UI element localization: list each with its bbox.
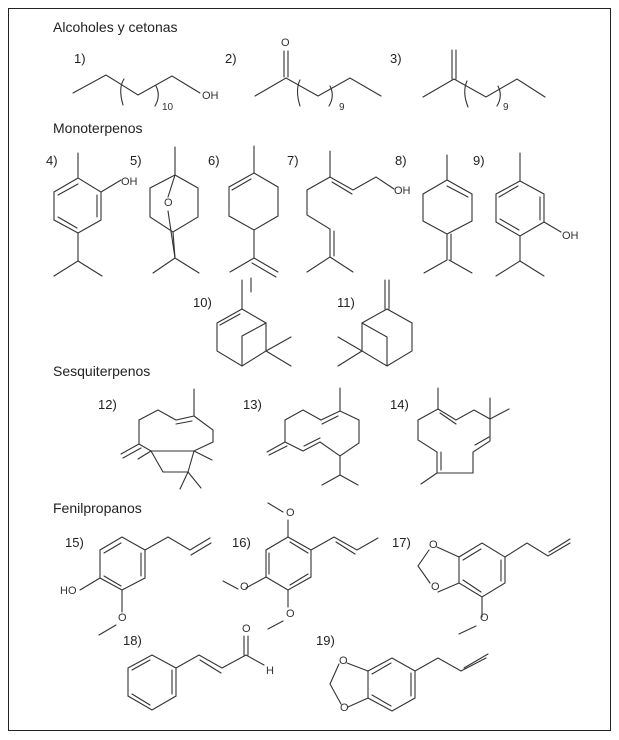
- repeat-count-subscript: 9: [339, 102, 345, 113]
- atom-label: O: [281, 37, 290, 49]
- repeat-count-subscript: 10: [162, 102, 174, 113]
- molecule-18: [127, 635, 265, 711]
- molecule-11: [337, 279, 413, 367]
- molecule-6: [228, 145, 279, 293]
- atom-label: O: [242, 623, 251, 635]
- compound-number-label: 13): [243, 397, 262, 412]
- repeat-count-subscript: 9: [503, 102, 509, 113]
- atom-label: O: [339, 655, 348, 667]
- molecule-2: [254, 50, 382, 107]
- molecule-5: [149, 146, 200, 274]
- molecule-13: [266, 387, 360, 486]
- compound-number-label: 3): [390, 51, 402, 66]
- atom-label: O: [340, 702, 349, 714]
- compound-number-label: 12): [98, 397, 117, 412]
- compound-number-label: 18): [123, 633, 142, 648]
- compound-number-label: 5): [130, 153, 142, 168]
- molecule-19: [329, 653, 489, 712]
- molecule-3: [422, 49, 546, 108]
- molecule-7: [306, 150, 395, 273]
- molecule-12: [120, 388, 214, 490]
- compound-number-label: 7): [287, 153, 299, 168]
- compound-number-label: 15): [65, 535, 84, 550]
- compound-number-label: 10): [193, 295, 212, 310]
- compound-number-label: 11): [337, 295, 355, 310]
- bond-lines: [53, 49, 571, 712]
- atom-label: O: [118, 612, 127, 624]
- atom-label: O: [286, 507, 295, 519]
- atom-label: O: [286, 608, 295, 620]
- molecule-14: [417, 387, 510, 485]
- atom-label: O: [164, 197, 173, 209]
- compound-number-label: 19): [316, 633, 335, 648]
- compound-number-label: 17): [392, 535, 411, 550]
- compound-number-label: 16): [232, 535, 251, 550]
- atom-label: O: [431, 581, 440, 593]
- atom-label: O: [480, 612, 489, 624]
- molecule-1: [72, 74, 201, 107]
- section-title: Monoterpenos: [53, 120, 143, 136]
- compound-number-label: 4): [46, 153, 58, 168]
- molecule-4: [53, 152, 122, 277]
- atom-label: OH: [394, 185, 411, 197]
- atom-label: HO: [60, 585, 77, 597]
- molecule-8: [422, 154, 473, 274]
- section-title: Fenilpropanos: [53, 500, 142, 516]
- molecule-17: [417, 538, 571, 635]
- compound-number-label: 14): [390, 397, 409, 412]
- compound-number-label: 9): [473, 153, 485, 168]
- compound-number-label: 1): [74, 51, 86, 66]
- atom-label: OH: [121, 176, 138, 188]
- molecule-10: [216, 279, 292, 367]
- section-title: Sesquiterpenos: [53, 363, 151, 379]
- atom-label: OH: [202, 90, 219, 102]
- molecule-15: [79, 536, 212, 636]
- atom-label: O: [429, 539, 438, 551]
- compound-number-label: 2): [225, 51, 237, 66]
- molecule-9: [495, 152, 562, 277]
- molecule-16: [222, 502, 379, 630]
- section-title: Alcoholes y cetonas: [53, 19, 178, 35]
- atom-label: O: [240, 581, 249, 593]
- figure-frame: [8, 8, 611, 731]
- compound-number-label: 8): [395, 153, 407, 168]
- repeat-subscripts: 10 9 9: [162, 102, 509, 113]
- atom-label: OH: [562, 230, 579, 242]
- atom-label: H: [266, 665, 274, 677]
- compound-number-label: 6): [208, 153, 220, 168]
